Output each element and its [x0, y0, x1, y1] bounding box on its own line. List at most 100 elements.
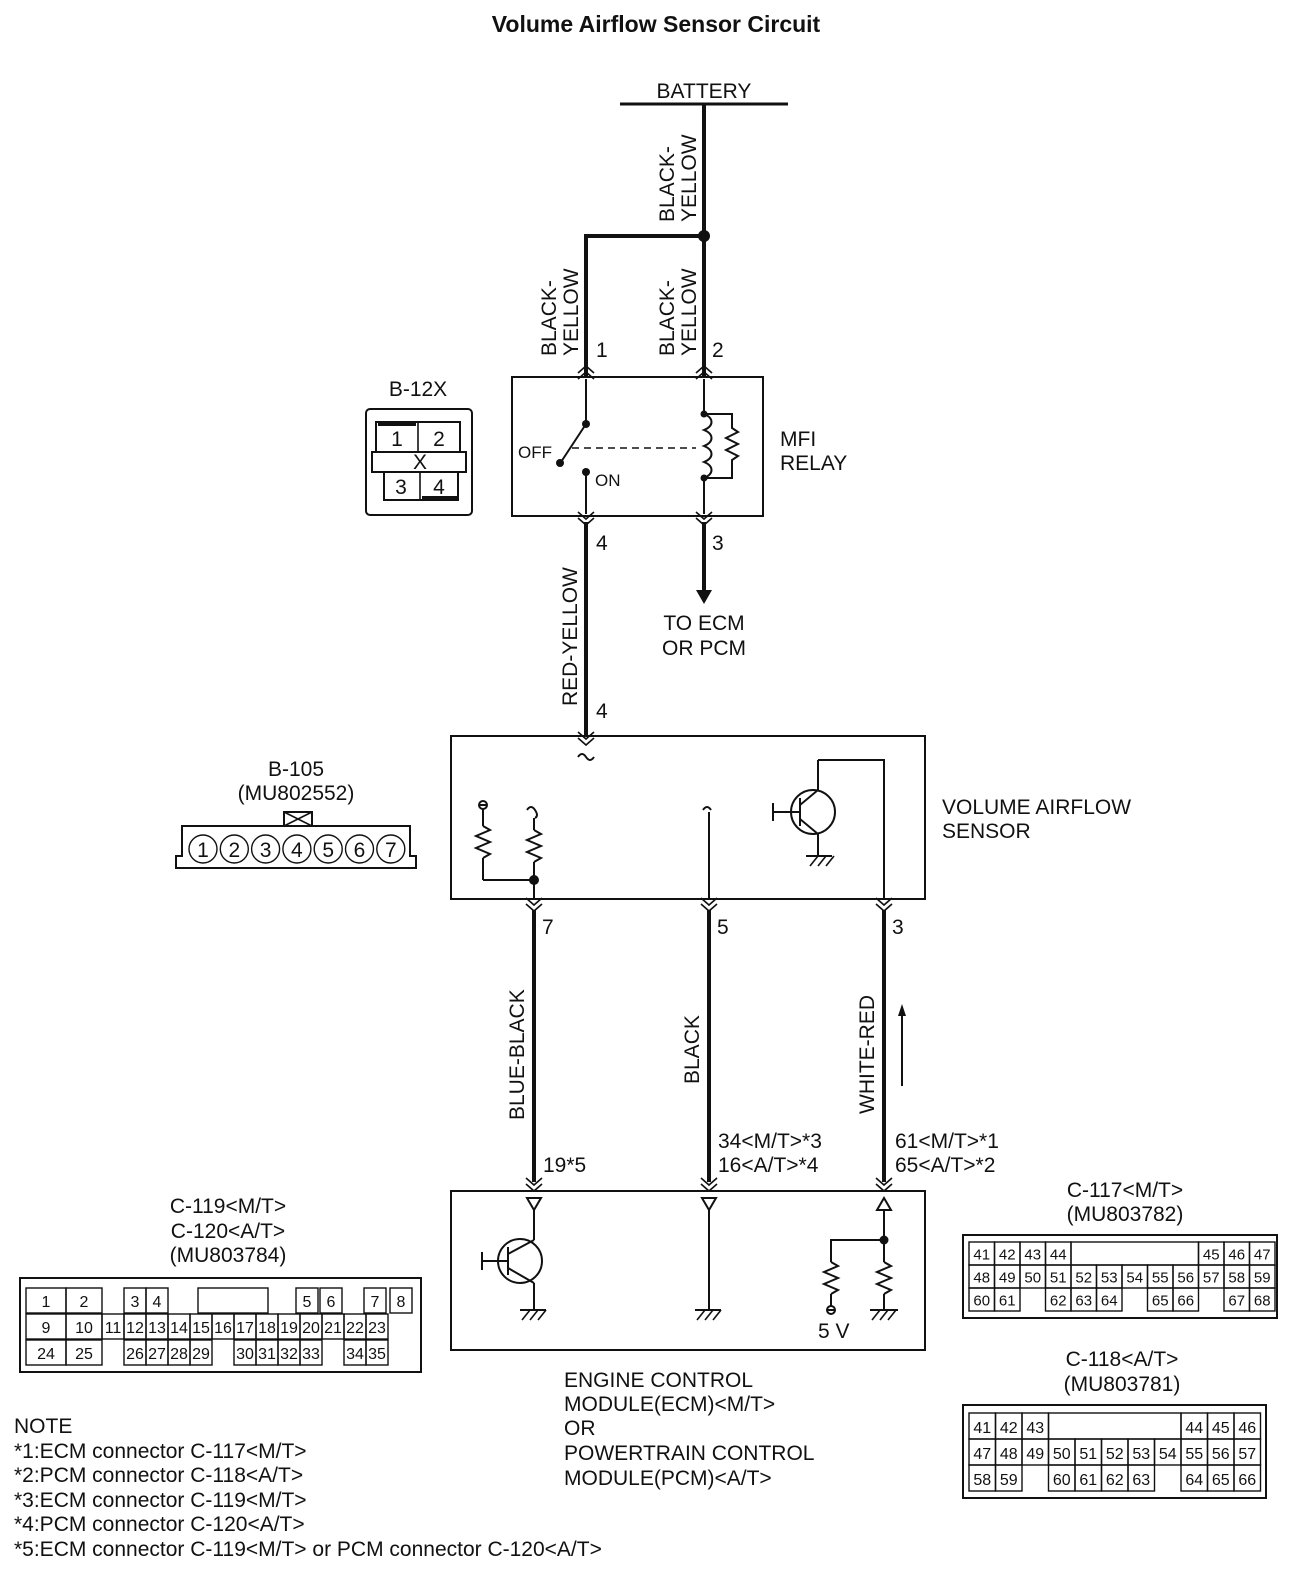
wire-label-relay-pin1: BLACK-YELLOW: [538, 268, 583, 356]
c119-pin-number: 33: [302, 1346, 320, 1363]
ecm-name-line3: OR: [564, 1417, 596, 1440]
c117-pin-number: 63: [1075, 1293, 1092, 1310]
c118-pin-number: 42: [1000, 1420, 1018, 1437]
c117-pin-number: 60: [973, 1293, 990, 1310]
note-4: *4:PCM connector C-120<A/T>: [14, 1513, 305, 1536]
c118-pin-number: 64: [1185, 1472, 1203, 1489]
c119-pin-number: 35: [368, 1346, 386, 1363]
volume-airflow-sensor: VOLUME AIRFLOW SENSOR 7 5 3: [450, 731, 1131, 939]
b105-terminal: [376, 834, 406, 864]
c117-pin-number: 43: [1024, 1247, 1041, 1264]
c119-pin-number: 6: [327, 1294, 336, 1311]
c119-pin-number: 1: [42, 1294, 51, 1311]
c117-pin-number: 68: [1254, 1293, 1271, 1310]
c119-pin-number: 5: [303, 1294, 312, 1311]
to-ecm-line1: TO ECM: [663, 612, 744, 635]
c119-pin-number: 25: [75, 1346, 93, 1363]
c118-pin-number: 47: [973, 1446, 991, 1463]
relay-on-label: ON: [595, 471, 621, 490]
wire-label-pin7: BLUE-BLACK: [506, 989, 529, 1120]
note-5: *5:ECM connector C-119<M/T> or PCM conne…: [14, 1538, 602, 1561]
c117-pin-number: 48: [973, 1270, 990, 1287]
b105-terminal: [250, 834, 281, 864]
c117-pin-number: 55: [1152, 1270, 1169, 1287]
sensor-pin-7: 7: [542, 916, 554, 939]
c118-pin-number: 55: [1185, 1446, 1203, 1463]
c119-pin-number: 12: [126, 1320, 144, 1337]
c117-pin-number: 58: [1228, 1270, 1245, 1287]
b12x-cell-1: 1: [391, 428, 403, 451]
ecm-name-line2: MODULE(ECM)<M/T>: [564, 1393, 775, 1416]
c118-pin-number: 54: [1159, 1446, 1177, 1463]
relay-name-line2: RELAY: [780, 452, 847, 475]
connector-c119-part: (MU803784): [170, 1244, 287, 1267]
b105-terminal-number: 1: [197, 839, 209, 862]
ecm-pin-61-65-line1: 61<M/T>*1: [895, 1130, 999, 1153]
c117-pin-number: 47: [1254, 1247, 1271, 1264]
c119-cavity: [365, 1339, 389, 1366]
sensor-pin-4: 4: [596, 700, 608, 723]
relay-pin-3: 3: [712, 532, 724, 555]
c117-pin-number: 49: [999, 1270, 1016, 1287]
c118-pin-number: 52: [1106, 1446, 1124, 1463]
b105-terminal-number: 7: [385, 839, 397, 862]
c119-cavity: [389, 1287, 413, 1314]
c117-pin-number: 65: [1152, 1293, 1169, 1310]
c119-pin-number: 17: [236, 1320, 254, 1337]
relay-pin-2: 2: [712, 339, 724, 362]
c117-pin-number: 62: [1050, 1293, 1067, 1310]
wire-label-pin3: WHITE-RED: [856, 995, 879, 1114]
c119-cavity: [295, 1287, 319, 1314]
connector-b105-label: B-105: [268, 758, 324, 781]
b105-terminal-number: 2: [228, 839, 240, 862]
c118-pin-number: 61: [1079, 1472, 1097, 1489]
c119-pin-number: 23: [368, 1320, 386, 1337]
c117-pin-number: 57: [1203, 1270, 1220, 1287]
ecm-box: [450, 1190, 926, 1351]
b105-terminal-number: 5: [322, 839, 334, 862]
connector-b12x-label: B-12X: [389, 378, 447, 401]
wire-label-relay-pin2: BLACK-YELLOW: [656, 268, 701, 356]
c117-pin-number: 67: [1228, 1293, 1245, 1310]
c119-pin-number: 31: [258, 1346, 276, 1363]
c118-pin-number: 57: [1238, 1446, 1256, 1463]
connector-b12x: B-12X 1 2 X 3 4: [365, 378, 473, 516]
c119-pin-number: 2: [80, 1294, 89, 1311]
relay-pin-1: 1: [596, 339, 608, 362]
c118-pin-number: 56: [1212, 1446, 1230, 1463]
c117-pin-number: 52: [1075, 1270, 1092, 1287]
sensor-box: [450, 735, 926, 900]
b12x-cell-4: 4: [433, 476, 445, 499]
c119-pin-number: 14: [170, 1320, 188, 1337]
c119-cavity: [189, 1339, 213, 1366]
c118-cavity: [1127, 1464, 1156, 1492]
c119-pin-number: 13: [148, 1320, 166, 1337]
c118-pin-number: 62: [1106, 1472, 1124, 1489]
relay-pin1-wire: [584, 234, 704, 376]
c118-pin-number: 51: [1079, 1446, 1097, 1463]
sensor-pin-3: 3: [892, 916, 904, 939]
c119-pin-number: 30: [236, 1346, 254, 1363]
b12x-cell-3: 3: [395, 476, 407, 499]
c119-cavity: [145, 1287, 169, 1314]
c117-cavity: [1172, 1287, 1200, 1312]
ecm-module: 5 V: [450, 1190, 926, 1351]
c119-cavity: [299, 1339, 323, 1366]
c118-lock-area: [1047, 1412, 1182, 1440]
c117-cavity: [1248, 1287, 1276, 1312]
c119-pin-number: 10: [75, 1320, 93, 1337]
c119-pin-number: 26: [126, 1346, 144, 1363]
note-2: *2:PCM connector C-118<A/T>: [14, 1464, 303, 1487]
ecm-pin-34-16-line1: 34<M/T>*3: [718, 1130, 822, 1153]
b105-terminal: [188, 834, 218, 864]
c119-pin-number: 8: [397, 1294, 406, 1311]
connector-c118-label: C-118<A/T>: [1066, 1348, 1179, 1371]
c118-pin-number: 49: [1026, 1446, 1044, 1463]
c118-pin-number: 45: [1212, 1420, 1230, 1437]
c118-pin-number: 65: [1212, 1472, 1230, 1489]
b105-terminal-number: 3: [260, 839, 272, 862]
relay-pin-4: 4: [596, 532, 608, 555]
